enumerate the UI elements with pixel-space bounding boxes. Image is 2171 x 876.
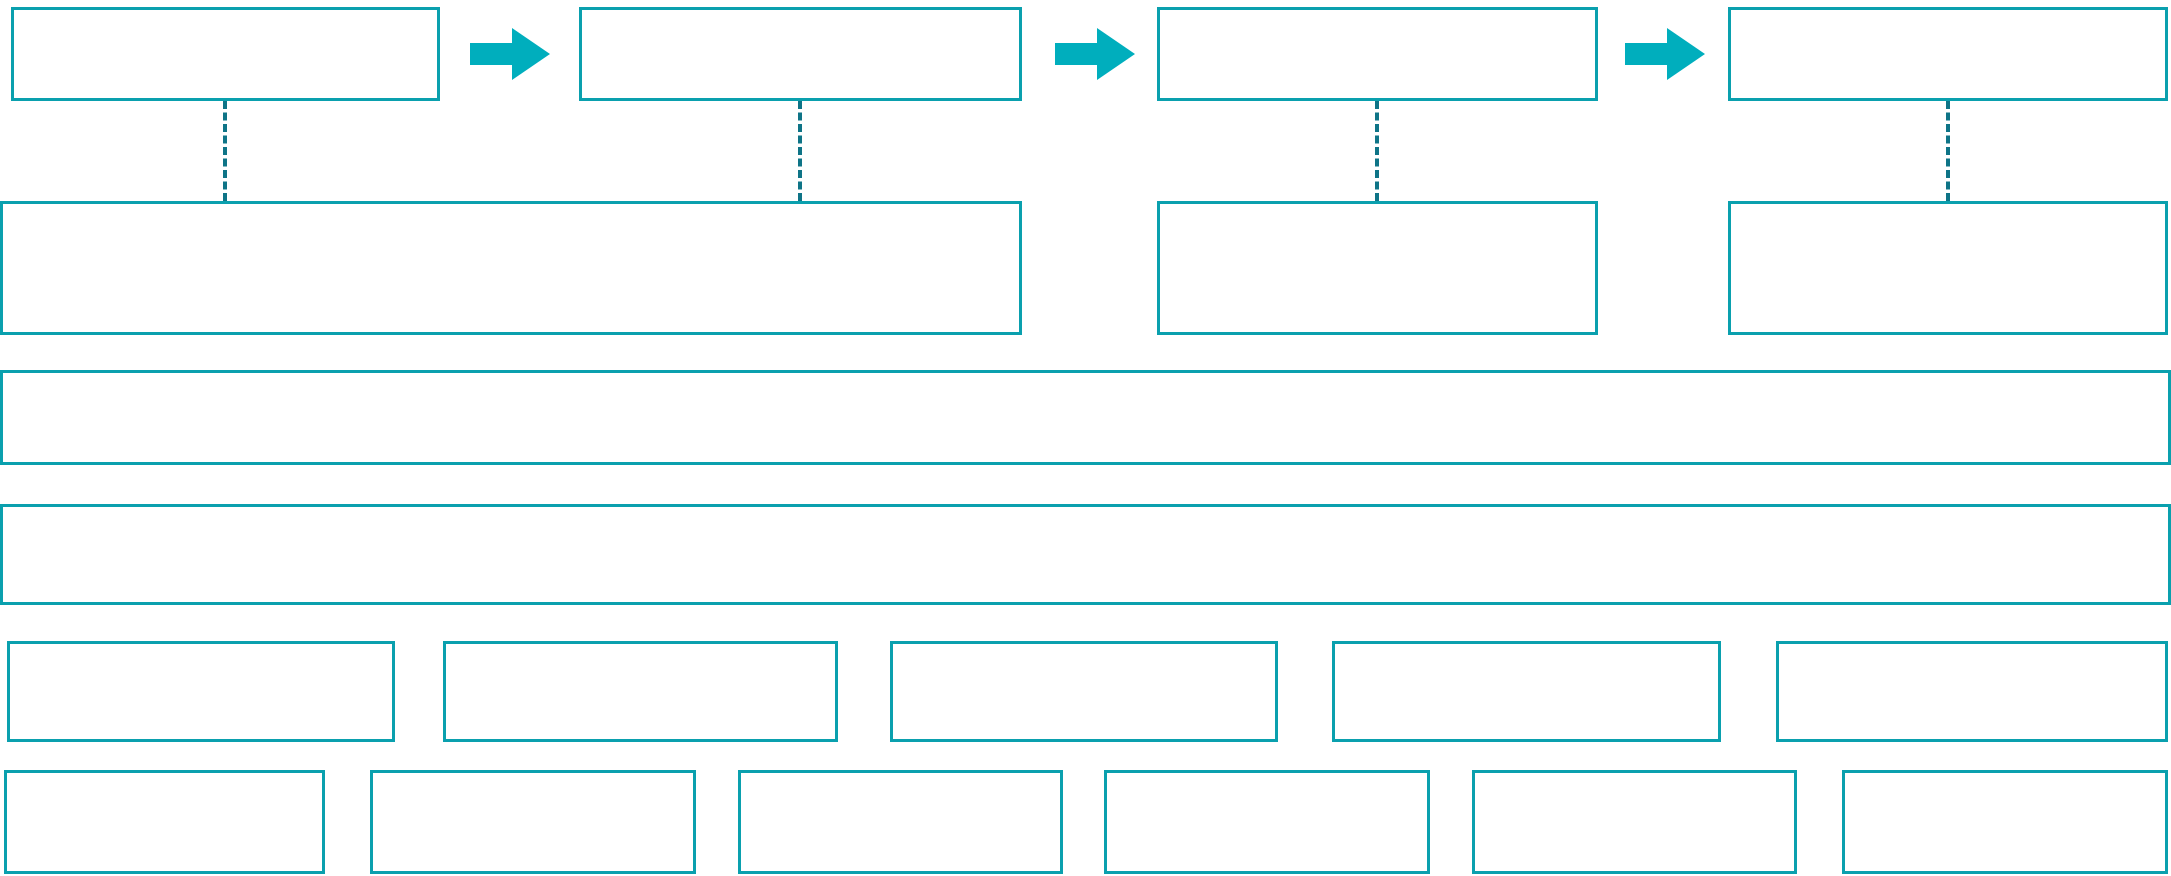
middle-row-box-5 (1776, 641, 2168, 742)
flow-step-1-box (11, 7, 440, 101)
full-width-bar-1 (0, 370, 2171, 465)
dashed-connector-2 (798, 101, 802, 201)
detail-box-2 (1157, 201, 1598, 335)
bottom-row-box-1 (4, 770, 325, 874)
arrow-right-icon (1625, 28, 1705, 80)
full-width-bar-2 (0, 504, 2171, 605)
dashed-connector-3 (1375, 101, 1379, 201)
detail-box-1 (0, 201, 1022, 335)
middle-row-box-3 (890, 641, 1278, 742)
bottom-row-box-2 (370, 770, 696, 874)
middle-row-box-1 (7, 641, 395, 742)
dashed-connector-4 (1946, 101, 1950, 201)
arrow-right-icon (470, 28, 550, 80)
flow-step-3-box (1157, 7, 1598, 101)
arrow-right-icon (1055, 28, 1135, 80)
bottom-row-box-5 (1472, 770, 1797, 874)
middle-row-box-2 (443, 641, 838, 742)
flow-step-4-box (1728, 7, 2168, 101)
detail-box-3 (1728, 201, 2168, 335)
bottom-row-box-4 (1104, 770, 1430, 874)
bottom-row-box-3 (738, 770, 1063, 874)
middle-row-box-4 (1332, 641, 1721, 742)
bottom-row-box-6 (1842, 770, 2168, 874)
flow-step-2-box (579, 7, 1022, 101)
dashed-connector-1 (223, 101, 227, 201)
